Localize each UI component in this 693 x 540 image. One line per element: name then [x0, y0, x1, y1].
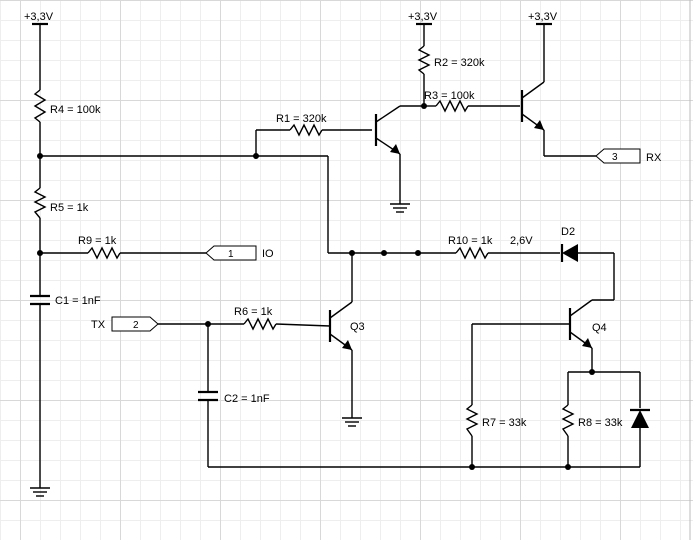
ground-q1 — [390, 203, 410, 213]
resistor-r5[interactable]: R5 = 1k — [33, 187, 89, 219]
transistor-q2[interactable] — [520, 81, 545, 131]
ground-q3 — [342, 417, 362, 427]
resistor-r2[interactable]: R2 = 320k — [417, 45, 485, 75]
port-tx-number: 2 — [133, 320, 139, 331]
port-rx[interactable]: 3 RX — [595, 148, 662, 164]
port-rx-number: 3 — [612, 152, 618, 163]
transistor-q4[interactable]: Q4 — [568, 299, 607, 349]
resistor-r6[interactable]: R6 = 1k — [234, 306, 277, 331]
supply-middle-label: +3,3V — [408, 11, 438, 23]
r2-label: R2 = 320k — [434, 57, 485, 69]
transistor-q3[interactable]: Q3 — [328, 301, 365, 351]
emitter-arrow-icon — [534, 120, 544, 130]
supply-left-label: +3,3V — [24, 11, 54, 23]
resistor-r10[interactable]: R10 = 1k — [448, 235, 493, 260]
r1-label: R1 = 320k — [276, 113, 327, 125]
supply-right: +3,3V — [528, 11, 558, 82]
supply-middle: +3,3V — [408, 11, 438, 46]
r8-label: R8 = 33k — [578, 417, 623, 429]
diode-d2[interactable]: D2 — [560, 226, 578, 262]
voltage-annotation: 2,6V — [510, 235, 533, 247]
port-io-number: 1 — [228, 249, 234, 260]
junction-dot — [415, 250, 421, 256]
d2-label: D2 — [561, 226, 575, 238]
ground-left — [30, 487, 50, 497]
supply-right-label: +3,3V — [528, 11, 558, 23]
resistor-r8[interactable]: R8 = 33k — [561, 404, 623, 437]
resistor-r3[interactable]: R3 = 100k — [424, 90, 475, 113]
c2-label: C2 = 1nF — [224, 393, 270, 405]
r10-label: R10 = 1k — [448, 235, 493, 247]
r6-label: R6 = 1k — [234, 306, 273, 318]
supply-left: +3,3V — [24, 11, 54, 90]
port-io-name: IO — [262, 248, 274, 260]
c1-label: C1 = 1nF — [55, 295, 101, 307]
r7-label: R7 = 33k — [482, 417, 527, 429]
resistor-r7[interactable]: R7 = 33k — [465, 404, 527, 437]
resistor-r9[interactable]: R9 = 1k — [78, 235, 121, 260]
r9-label: R9 = 1k — [78, 235, 117, 247]
emitter-arrow-icon — [582, 338, 592, 348]
resistor-r4[interactable]: R4 = 100k — [33, 89, 101, 123]
q4-label: Q4 — [592, 322, 607, 334]
r5-label: R5 = 1k — [50, 202, 89, 214]
r3-label: R3 = 100k — [424, 90, 475, 102]
port-rx-name: RX — [646, 152, 662, 164]
r4-label: R4 = 100k — [50, 104, 101, 116]
transistor-q1[interactable] — [374, 105, 401, 155]
junction-dot — [381, 250, 387, 256]
diode-clamp[interactable] — [630, 408, 650, 428]
port-tx[interactable]: 2 TX — [91, 316, 159, 332]
port-tx-name: TX — [91, 319, 106, 331]
q3-label: Q3 — [350, 321, 365, 333]
resistor-r1[interactable]: R1 = 320k — [276, 113, 327, 137]
emitter-arrow-icon — [390, 144, 400, 154]
emitter-arrow-icon — [342, 340, 352, 350]
capacitor-c2[interactable]: C2 = 1nF — [198, 390, 270, 405]
port-io[interactable]: 1 IO — [205, 245, 274, 261]
